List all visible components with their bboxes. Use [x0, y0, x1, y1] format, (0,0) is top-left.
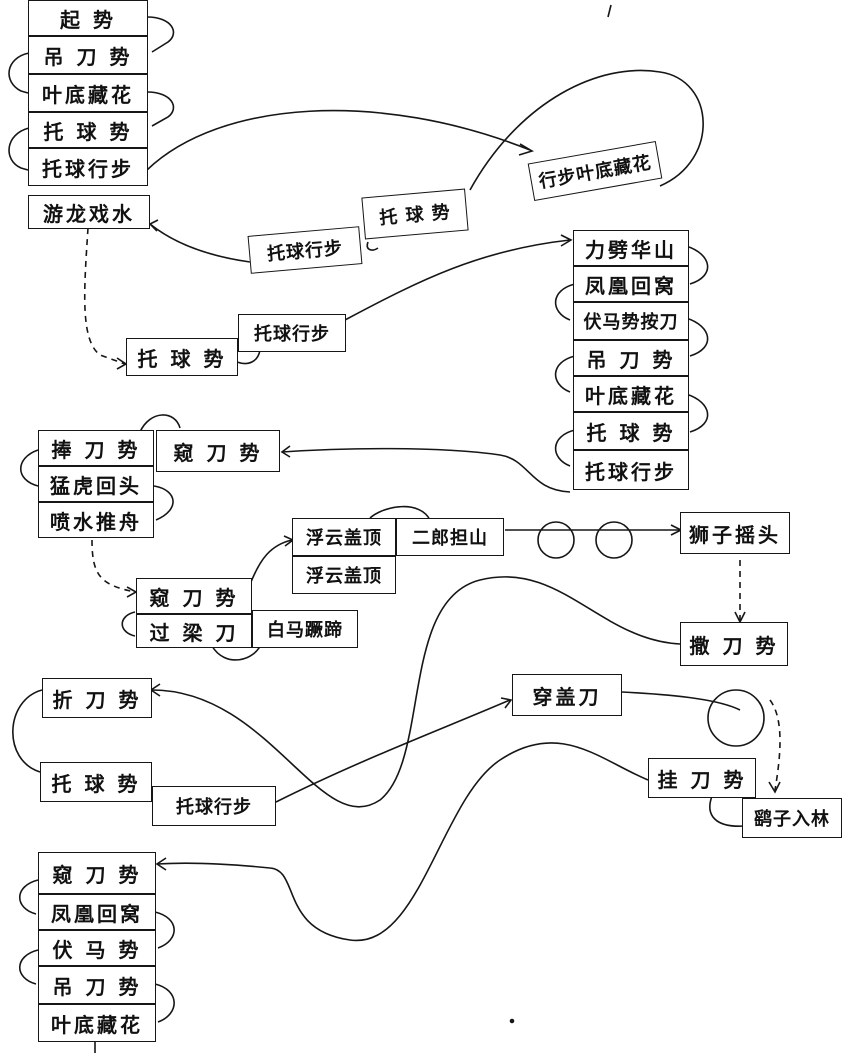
node-diaodaoshi-3: 吊 刀 势 — [38, 966, 156, 1004]
arrowhead — [155, 857, 167, 871]
node-sadaoshi: 撒 刀 势 — [680, 622, 788, 666]
stray-mark — [607, 4, 612, 18]
node-youlongxishui: 游龙戏水 — [28, 195, 150, 229]
node-menghuhuitou: 猛虎回头 — [38, 466, 154, 502]
node-fumashi: 伏 马 势 — [38, 930, 156, 966]
node-yedicanghua-2: 叶底藏花 — [573, 376, 689, 412]
node-baimaquti: 白马蹶蹄 — [252, 610, 358, 648]
loop-arrow — [554, 355, 576, 393]
node-shizitaotou: 狮子摇头 — [680, 512, 790, 554]
route-line — [469, 69, 704, 191]
node-tuoqiushi-5: 托 球 势 — [40, 762, 152, 802]
node-tuoqiuxingbu-5: 托球行步 — [152, 786, 276, 826]
node-fenghuanghuiwo: 凤凰回窝 — [573, 266, 689, 302]
arrowhead — [500, 697, 513, 709]
node-tuoqiushi: 托 球 势 — [28, 112, 148, 148]
node-tuoqiuxingbu-4: 托球行步 — [238, 314, 346, 352]
node-fuyungaiding-2: 浮云盖顶 — [292, 556, 396, 594]
loop-circle — [595, 521, 633, 559]
node-guadaoshi: 挂 刀 势 — [648, 758, 756, 798]
node-yedicanghua: 叶底藏花 — [28, 74, 148, 112]
node-tuoqiuxingbu: 托球行步 — [28, 148, 148, 186]
loop-arrow — [153, 485, 174, 521]
node-fumashianan: 伏马势按刀 — [573, 302, 689, 340]
route-line — [151, 576, 681, 808]
node-diaodaoshi: 吊 刀 势 — [28, 36, 148, 74]
node-qishi: 起 势 — [28, 0, 148, 36]
arrowhead — [116, 357, 128, 370]
loop-arrow — [685, 393, 709, 433]
stray-dot — [509, 1018, 515, 1024]
loop-arrow — [146, 91, 175, 127]
route-line — [344, 239, 571, 321]
loop-arrow — [19, 879, 39, 915]
loop-arrow — [19, 949, 39, 985]
arrowhead — [560, 234, 573, 247]
loop-arrow — [121, 611, 136, 637]
loop-arrow — [20, 449, 39, 487]
loop-arrow — [8, 52, 30, 94]
route-line — [366, 241, 379, 251]
node-erlangdanshan: 二郎担山 — [396, 518, 504, 556]
node-fuyungaiding: 浮云盖顶 — [292, 518, 396, 556]
node-lipihuashan: 力劈华山 — [573, 230, 689, 266]
node-chuangaidao: 穿盖刀 — [512, 674, 622, 716]
arrowhead — [768, 781, 781, 794]
route-line — [157, 742, 649, 942]
loop-arrow — [685, 317, 709, 357]
loop-arrow — [554, 429, 576, 467]
route-dashed — [83, 227, 126, 365]
route-line — [236, 349, 261, 365]
node-zhedaoshi: 折 刀 势 — [42, 678, 152, 718]
arrowhead — [126, 586, 138, 598]
node-penshuituizhou: 喷水推舟 — [38, 502, 154, 538]
node-tuoqiushi-4: 托 球 势 — [126, 338, 238, 376]
loop-arrow — [709, 795, 746, 827]
node-yedicanghua-3: 叶底藏花 — [38, 1004, 156, 1042]
node-pengdaoshi: 捧 刀 势 — [38, 430, 154, 466]
arrowhead — [148, 219, 159, 232]
route-line — [275, 699, 511, 803]
node-guoliangdao: 过 梁 刀 — [136, 614, 252, 648]
loop-circle — [707, 689, 765, 747]
node-fenghuanghuiwo-2: 凤凰回窝 — [38, 894, 156, 930]
route-line — [146, 109, 531, 171]
arrowhead — [280, 445, 291, 458]
loop-circle — [537, 521, 575, 559]
route-dashed — [769, 699, 781, 791]
node-kuandaoshi-3: 窥 刀 势 — [38, 852, 156, 894]
route-line — [281, 447, 571, 493]
node-tuoqiushi-3: 托 球 势 — [573, 412, 689, 450]
node-yaozirulin: 鹞子入林 — [742, 798, 842, 838]
loop-arrow — [8, 127, 30, 171]
loop-arrow — [554, 283, 576, 321]
node-diaodaoshi-2: 吊 刀 势 — [573, 340, 689, 376]
route-line — [12, 689, 43, 773]
route-line — [621, 691, 741, 711]
route-dashed — [91, 539, 136, 593]
loop-arrow — [369, 505, 431, 521]
route-line — [149, 223, 251, 263]
route-line — [250, 539, 293, 583]
arrowhead — [518, 143, 534, 156]
loop-arrow — [154, 911, 175, 949]
node-kuandaoshi-2: 窥 刀 势 — [136, 578, 252, 614]
loop-arrow — [685, 245, 709, 285]
loop-arrow — [146, 16, 175, 53]
node-kuandaoshi: 窥 刀 势 — [156, 430, 280, 472]
node-tuoqiuxingbu-3: 托球行步 — [573, 450, 689, 490]
loop-arrow — [139, 414, 181, 433]
loop-arrow — [154, 983, 175, 1023]
